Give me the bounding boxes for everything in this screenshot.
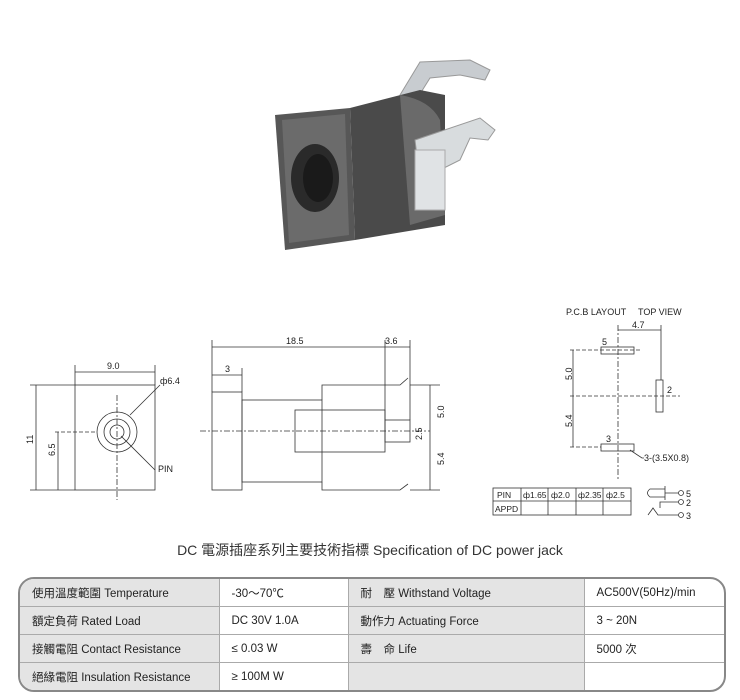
spec-label: 額定負荷 Rated Load (20, 606, 220, 635)
table-row: 絕緣電阻 Insulation Resistance ≥ 100M W (20, 662, 724, 690)
spec-value: ≤ 0.03 W (218, 634, 349, 663)
svg-text:P.C.B LAYOUT: P.C.B LAYOUT (566, 307, 627, 317)
svg-text:5.4: 5.4 (436, 452, 446, 465)
table-row: 使用溫度範圍 Temperature -30～70℃ 耐 壓 Withstand… (20, 579, 724, 607)
pin-schematic: 5 2 3 (647, 486, 691, 521)
spec-label: 耐 壓 Withstand Voltage (347, 579, 585, 607)
svg-text:PIN: PIN (497, 490, 511, 500)
spec-label: 壽 命 Life (347, 634, 585, 663)
dimension-drawings: 9.0 ф6.4 11 6.5 PIN 18.5 3.6 3 5.0 2.5 5… (25, 307, 691, 521)
svg-text:4.7: 4.7 (632, 320, 645, 330)
table-row: 額定負荷 Rated Load DC 30V 1.0A 動作力 Actuatin… (20, 606, 724, 635)
spec-value: DC 30V 1.0A (218, 606, 349, 635)
svg-text:ф2.5: ф2.5 (606, 490, 625, 500)
svg-text:APPD: APPD (495, 504, 518, 514)
spec-table: 使用溫度範圍 Temperature -30～70℃ 耐 壓 Withstand… (18, 577, 726, 692)
svg-text:ф6.4: ф6.4 (160, 376, 180, 386)
spec-value: ≥ 100M W (218, 662, 349, 690)
spec-value (583, 662, 724, 690)
spec-label (347, 662, 585, 690)
svg-text:ф1.65: ф1.65 (523, 490, 547, 500)
svg-text:3: 3 (225, 364, 230, 374)
side-view: 18.5 3.6 3 5.0 2.5 5.4 (200, 336, 446, 491)
spec-value: 3 ~ 20N (583, 606, 724, 635)
svg-text:ф2.0: ф2.0 (551, 490, 570, 500)
spec-label: 動作力 Actuating Force (347, 606, 585, 635)
spec-label: 接觸電阻 Contact Resistance (20, 634, 220, 663)
svg-text:2: 2 (667, 385, 672, 395)
svg-text:5: 5 (602, 337, 607, 347)
spec-value: -30～70℃ (218, 579, 349, 607)
spec-heading: DC 電源插座系列主要技術指標 Specification of DC powe… (177, 542, 563, 558)
svg-text:5.0: 5.0 (436, 405, 446, 418)
pin-table: PIN ф1.65 ф2.0 ф2.35 ф2.5 APPD (492, 487, 632, 516)
svg-text:3.6: 3.6 (385, 336, 398, 346)
svg-text:2: 2 (686, 498, 691, 508)
svg-text:3-(3.5X0.8): 3-(3.5X0.8) (644, 453, 689, 463)
svg-text:11: 11 (25, 435, 35, 444)
spec-value: 5000 次 (583, 634, 724, 663)
svg-text:2.5: 2.5 (414, 427, 424, 440)
svg-text:6.5: 6.5 (47, 443, 57, 456)
front-view: 9.0 ф6.4 11 6.5 PIN (25, 361, 180, 500)
svg-text:18.5: 18.5 (286, 336, 304, 346)
svg-text:3: 3 (686, 511, 691, 521)
svg-text:5: 5 (686, 489, 691, 499)
spec-value: AC500V(50Hz)/min (583, 579, 724, 607)
table-row: 接觸電阻 Contact Resistance ≤ 0.03 W 壽 命 Lif… (20, 634, 724, 663)
product-photo (275, 59, 496, 250)
svg-text:5.4: 5.4 (564, 414, 574, 427)
svg-text:3: 3 (606, 434, 611, 444)
svg-text:TOP VIEW: TOP VIEW (638, 307, 682, 317)
spec-label: 絕緣電阻 Insulation Resistance (20, 662, 220, 690)
svg-text:5.0: 5.0 (564, 367, 574, 380)
svg-text:PIN: PIN (158, 464, 173, 474)
spec-label: 使用溫度範圍 Temperature (20, 579, 220, 607)
svg-text:ф2.35: ф2.35 (578, 490, 602, 500)
pcb-layout: P.C.B LAYOUT TOP VIEW 4.7 5 2 3 5.0 5.4 … (564, 307, 689, 480)
svg-text:9.0: 9.0 (107, 361, 120, 371)
